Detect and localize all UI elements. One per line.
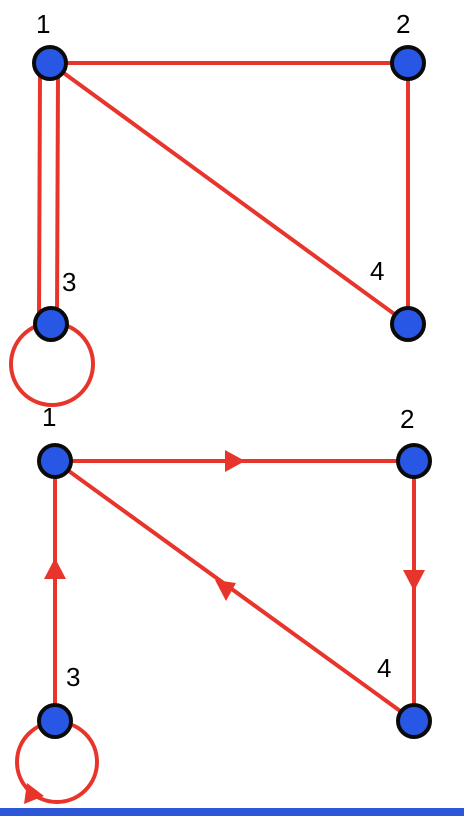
node-label-1: 1 (36, 9, 50, 39)
arc-4-1 (53, 459, 416, 723)
node-3 (33, 306, 69, 342)
node-label-3: 3 (62, 267, 76, 297)
node-2-directed (396, 443, 432, 479)
bottom-accent-bar (0, 808, 464, 816)
node-1-directed (37, 443, 73, 479)
edge-1-3-a (37, 70, 42, 320)
undirected-graph: 1 2 3 4 (9, 9, 426, 407)
edge-1-4 (48, 61, 410, 326)
arrowhead-4-1 (215, 580, 236, 601)
node-label-3-directed: 3 (66, 662, 80, 692)
node-label-4: 4 (370, 256, 384, 286)
directed-graph: 1 2 3 4 (15, 402, 432, 804)
node-label-2-directed: 2 (400, 404, 414, 434)
arrowhead-3-1 (44, 558, 66, 579)
node-1 (32, 45, 68, 81)
node-label-4-directed: 4 (377, 653, 391, 683)
node-4-directed (396, 703, 432, 739)
arrowhead-2-4 (403, 570, 425, 591)
node-label-2: 2 (396, 9, 410, 39)
node-2 (390, 45, 426, 81)
edge-1-3-b (55, 70, 60, 320)
arrowhead-loop-3 (24, 783, 44, 804)
node-label-1-directed: 1 (42, 402, 56, 432)
arrowhead-1-2 (225, 450, 245, 472)
node-4 (390, 306, 426, 342)
node-3-directed (37, 703, 73, 739)
